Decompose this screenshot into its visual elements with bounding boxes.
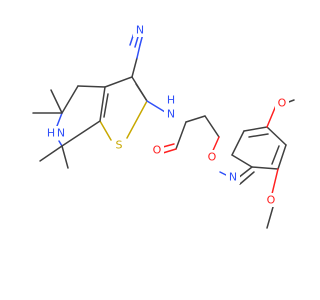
ring-h-label: H xyxy=(47,127,55,140)
oxime-n-label: N xyxy=(229,171,237,184)
methoxy-o-upper-label: O xyxy=(278,97,287,110)
amide-h-label: H xyxy=(167,94,175,107)
amide-n-label: N xyxy=(167,108,175,121)
nitrile-n-label: N xyxy=(136,24,144,37)
methyl-groups xyxy=(32,89,69,169)
methoxy-o-lower-label: O xyxy=(267,194,276,207)
amide-o-label: O xyxy=(153,144,162,157)
thiophene-ring xyxy=(99,76,148,141)
atom-labels: N N H O O N N H S O O xyxy=(47,23,289,207)
oxime-o-label: O xyxy=(208,151,217,164)
benzene-ring xyxy=(231,126,287,170)
molecule-structure: N N H O O N N H S O O xyxy=(32,23,295,229)
ring-n-label: N xyxy=(57,127,65,140)
nitrile-group xyxy=(129,29,145,78)
piperidine-ring xyxy=(56,85,106,147)
methoxy-groups xyxy=(266,99,295,229)
thiophene-s-label: S xyxy=(116,139,123,152)
